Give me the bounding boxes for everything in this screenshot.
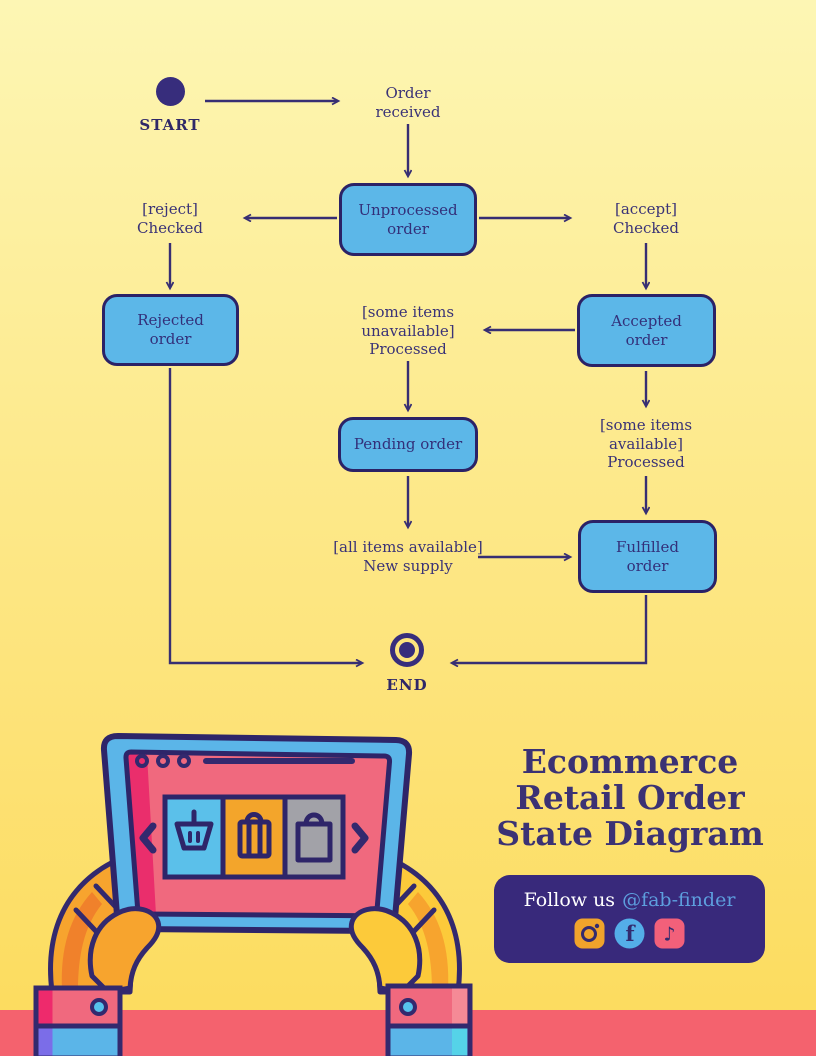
end-node-dot [399, 642, 415, 658]
end-node [390, 633, 424, 667]
social-handle[interactable]: @fab-finder [622, 889, 736, 911]
node-line: order [626, 556, 669, 575]
screen-accent [125, 752, 156, 915]
right-cuff [385, 983, 473, 1056]
label-line: Checked [137, 218, 203, 237]
label-line: [accept] [615, 200, 677, 218]
browser-bar [135, 754, 355, 768]
edge-label-accept-checked: [accept] Checked [586, 200, 706, 237]
state-node-fulfilled-order: Fulfilled order [578, 520, 717, 593]
carousel-cell-orange[interactable] [223, 797, 285, 877]
left-thumb [87, 906, 162, 995]
cuff-button [90, 998, 108, 1016]
follow-panel: Follow us @fab-finder f ♪ [494, 875, 765, 963]
chevron-left-icon[interactable] [139, 822, 157, 854]
end-label: END [386, 676, 428, 694]
instagram-icon[interactable] [574, 918, 605, 949]
label-line: [some items [599, 416, 693, 434]
label-line: [some items [361, 303, 455, 321]
start-node [156, 77, 185, 106]
title-line: Retail Order [515, 778, 745, 817]
title-line: State Diagram [496, 814, 764, 853]
carousel-cell-blue[interactable] [165, 797, 223, 877]
browser-dot-icon [177, 754, 191, 768]
node-line: Fulfilled [616, 537, 679, 556]
state-node-unprocessed-order: Unprocessed order [339, 183, 477, 256]
cuff-button [399, 998, 417, 1016]
browser-dot-icon [156, 754, 170, 768]
social-icons: f ♪ [574, 918, 685, 949]
node-line: order [149, 330, 192, 348]
label-line: unavailable] [361, 321, 455, 340]
chevron-right-icon[interactable] [351, 822, 369, 854]
follow-text: Follow us [523, 889, 616, 911]
tablet-illustration [33, 733, 473, 1056]
svg-text:f: f [625, 921, 636, 946]
edge-label-some-items-available: [some items available] Processed [571, 416, 721, 472]
tiktok-icon[interactable]: ♪ [654, 918, 685, 949]
label-line: Processed [369, 340, 447, 358]
label-line: available] [608, 434, 684, 453]
striped-shopping-bag-icon [237, 812, 272, 859]
label-line: Checked [613, 218, 679, 237]
edge-label-order-received: Order received [348, 84, 468, 121]
state-node-accepted-order: Accepted order [577, 294, 716, 367]
label-line: received [375, 102, 441, 121]
product-carousel [162, 794, 346, 880]
shopping-basket-icon [174, 809, 214, 851]
label-line: Processed [607, 453, 685, 471]
edge-label-some-items-unavailable: [some items unavailable] Processed [333, 303, 483, 359]
right-thumb [348, 906, 423, 995]
shopping-bag-icon [295, 812, 333, 863]
node-line: Pending order [353, 435, 463, 453]
state-node-pending-order: Pending order [338, 417, 478, 472]
follow-line: Follow us @fab-finder [524, 889, 736, 911]
label-line: Order [385, 84, 431, 102]
poster-title: Ecommerce Retail Order State Diagram [492, 744, 768, 852]
node-line: Rejected [137, 311, 204, 329]
facebook-icon[interactable]: f [614, 918, 645, 949]
left-cuff [33, 985, 123, 1056]
browser-dot-icon [135, 754, 149, 768]
edge-label-reject-checked: [reject] Checked [110, 200, 230, 237]
node-line: Unprocessed [358, 200, 458, 219]
edge-label-all-items-available: [all items available] New supply [308, 538, 508, 575]
start-label: START [139, 116, 201, 134]
edge-rejected-to-end [168, 368, 362, 663]
title-line: Ecommerce [521, 742, 739, 781]
node-line: order [625, 330, 668, 349]
state-node-rejected-order: Rejected order [102, 294, 239, 366]
edge-fulfilled-to-end [452, 595, 648, 663]
label-line: [all items available] [333, 538, 483, 556]
node-line: Accepted [611, 311, 682, 330]
node-line: order [387, 219, 429, 238]
carousel-cell-gray[interactable] [285, 797, 343, 877]
label-line: [reject] [142, 200, 198, 218]
tablet [100, 733, 413, 935]
flow-connectors [0, 0, 816, 720]
label-line: New supply [363, 556, 453, 575]
svg-text:♪: ♪ [663, 924, 675, 946]
